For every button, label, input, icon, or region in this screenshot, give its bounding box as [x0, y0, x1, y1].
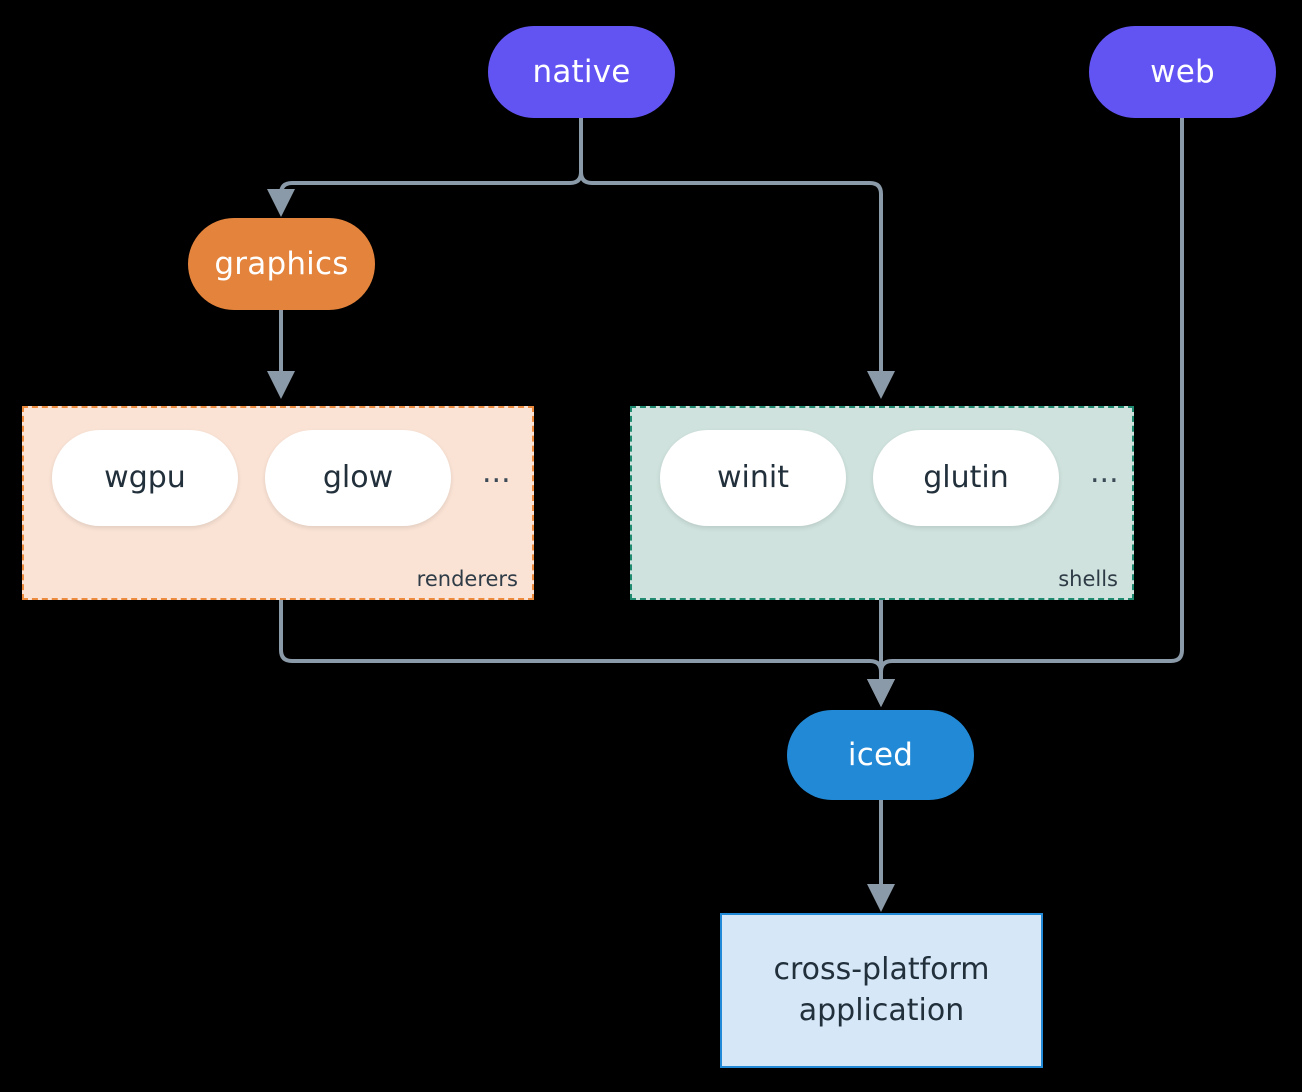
node-iced-label: iced	[847, 736, 914, 773]
application-label-line1: cross-platform	[773, 952, 990, 987]
group-renderers-label: renderers	[416, 567, 518, 591]
group-shells-label: shells	[1058, 567, 1118, 591]
renderers-more-ellipsis: ...	[482, 455, 511, 490]
pill-winit-label: winit	[717, 460, 789, 495]
pill-glutin[interactable]: glutin	[873, 430, 1059, 526]
node-graphics-label: graphics	[214, 245, 349, 282]
pill-glow-label: glow	[322, 460, 394, 495]
group-renderers-items: wgpu glow ...	[52, 430, 515, 526]
pill-wgpu[interactable]: wgpu	[52, 430, 238, 526]
edge-native-to-shells	[579, 116, 895, 399]
group-renderers: wgpu glow ... renderers	[22, 406, 534, 600]
application-label-line2: application	[798, 992, 965, 1028]
group-shells-items: winit glutin ...	[660, 430, 1123, 526]
edge-renderers-to-iced	[279, 598, 895, 707]
pill-wgpu-label: wgpu	[104, 460, 186, 495]
node-web[interactable]: web	[1089, 26, 1276, 118]
node-iced[interactable]: iced	[787, 710, 974, 800]
node-web-label: web	[1150, 53, 1215, 90]
pill-glutin-label: glutin	[923, 460, 1009, 495]
node-native[interactable]: native	[488, 26, 675, 118]
pill-glow[interactable]: glow	[265, 430, 451, 526]
shells-more-ellipsis: ...	[1090, 455, 1119, 490]
node-cross-platform-application[interactable]: cross-platform application	[720, 913, 1043, 1068]
group-shells: winit glutin ... shells	[630, 406, 1134, 600]
pill-winit[interactable]: winit	[660, 430, 846, 526]
node-graphics[interactable]: graphics	[188, 218, 375, 310]
edge-native-to-graphics	[267, 116, 583, 217]
node-native-label: native	[532, 53, 631, 90]
